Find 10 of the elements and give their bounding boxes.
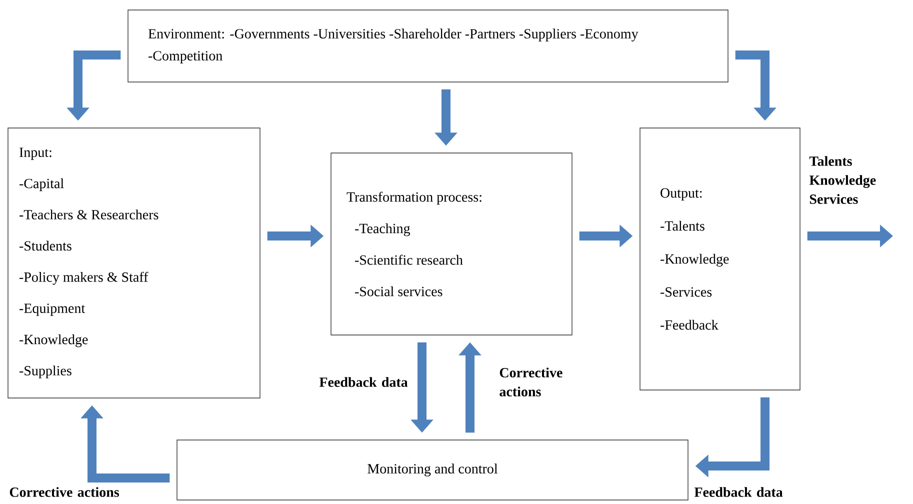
edge-label: Corrective actions [500, 368, 562, 396]
edge-label: Feedback data [694, 487, 783, 497]
process-box: Transformation process: -Teaching -Scientific research -Social services [330, 152, 572, 336]
edge-label: Feedback data [319, 377, 408, 387]
process-box: Environment: -Governments -Universities -Shareholder -Partners -Suppliers -Economy -Competition [128, 10, 728, 82]
edge-label: Corrective actions [10, 487, 120, 497]
process-box: Monitoring and control [176, 440, 688, 500]
edge-label: Talents Knowledge Services [809, 156, 876, 204]
process-box: Output: -Talents -Knowledge -Services -Feedback [640, 128, 800, 390]
process-box: Input: -Capital -Teachers & Researchers -Students -Policy makers & Staff -Equipment -Knowledge -Supplies [8, 128, 260, 398]
